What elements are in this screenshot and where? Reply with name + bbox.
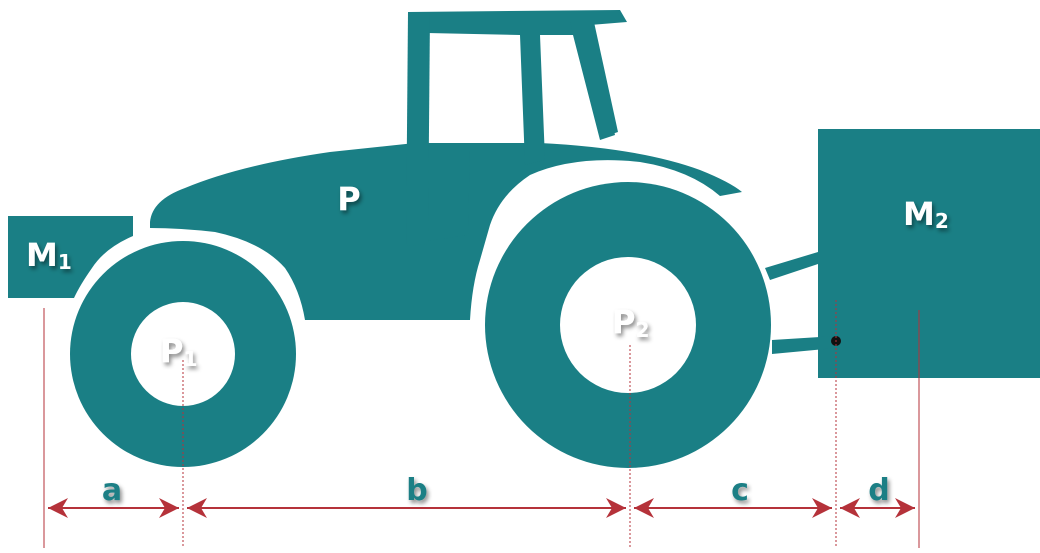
cab-frame-left bbox=[406, 12, 430, 246]
front-ballast-block bbox=[8, 216, 133, 298]
upper-link bbox=[765, 252, 818, 280]
rear-implement-block bbox=[818, 129, 1040, 378]
label-rear-implement: M2 bbox=[903, 195, 949, 233]
label-front-axle-load: P1 bbox=[160, 332, 197, 371]
dimension-label-b: b bbox=[406, 473, 427, 508]
cab-frame-rear bbox=[570, 22, 618, 138]
label-tractor-weight: P bbox=[337, 180, 360, 218]
label-rear-implement-base: M bbox=[903, 195, 935, 233]
dimension-label-a: a bbox=[102, 473, 122, 508]
lower-link bbox=[772, 336, 836, 354]
dimension-label-c: c bbox=[731, 473, 749, 508]
dimension-label-d: d bbox=[868, 473, 889, 508]
rear-hub-hole bbox=[560, 257, 696, 393]
label-front-axle-load-sub: 1 bbox=[183, 347, 197, 371]
label-front-ballast: M1 bbox=[26, 236, 72, 274]
label-rear-axle-load-sub: 2 bbox=[635, 318, 649, 342]
label-rear-axle-load: P2 bbox=[612, 303, 649, 342]
label-rear-implement-sub: 2 bbox=[935, 209, 949, 233]
front-hub-hole bbox=[131, 302, 235, 406]
label-front-ballast-base: M bbox=[26, 236, 58, 274]
label-rear-axle-load-base: P bbox=[612, 303, 635, 341]
label-front-ballast-sub: 1 bbox=[58, 250, 72, 274]
label-front-axle-load-base: P bbox=[160, 332, 183, 370]
tractor-cab bbox=[408, 10, 627, 165]
